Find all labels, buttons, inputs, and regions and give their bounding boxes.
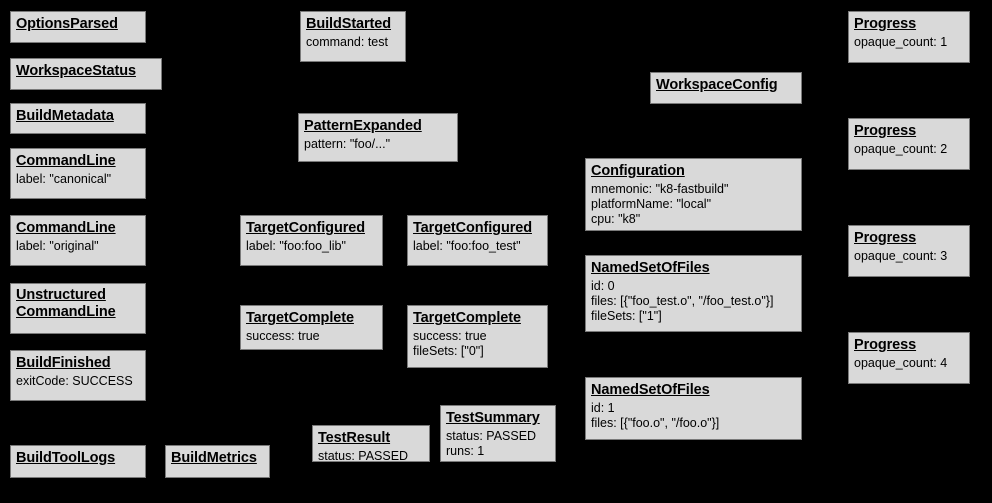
node-field: label: "original" bbox=[16, 238, 99, 253]
node-field: runs: 1 bbox=[446, 443, 485, 458]
node-field: opaque_count: 4 bbox=[854, 355, 948, 370]
node-fields: label: "original" bbox=[16, 239, 140, 254]
node-fields: opaque_count: 2 bbox=[854, 142, 964, 157]
node-field: opaque_count: 3 bbox=[854, 248, 948, 263]
node-field: files: [{"foo.o", "/foo.o"}] bbox=[591, 415, 720, 430]
node-title: BuildStarted bbox=[306, 16, 392, 32]
node-title: PatternExpanded bbox=[304, 118, 422, 134]
node-title: TargetComplete bbox=[413, 310, 521, 326]
node-title: CommandLine bbox=[16, 153, 116, 169]
node-field: mnemonic: "k8-fastbuild" bbox=[591, 181, 729, 196]
event-node[interactable]: BuildToolLogs bbox=[10, 445, 146, 478]
event-node[interactable]: BuildMetrics bbox=[165, 445, 270, 478]
node-field: fileSets: ["0"] bbox=[413, 343, 484, 358]
event-node[interactable]: TestResult status: PASSED bbox=[312, 425, 430, 464]
event-node[interactable]: CommandLine label: "canonical" bbox=[10, 148, 146, 199]
node-field: id: 1 bbox=[591, 400, 615, 415]
node-fields: mnemonic: "k8-fastbuild"platformName: "l… bbox=[591, 182, 796, 228]
node-field: status: PASSED bbox=[318, 448, 409, 463]
node-title: OptionsParsed bbox=[16, 16, 118, 32]
node-field: label: "foo:foo_test" bbox=[413, 238, 521, 253]
node-field: status: PASSED bbox=[446, 428, 537, 443]
node-field: pattern: "foo/..." bbox=[304, 136, 391, 151]
node-fields: pattern: "foo/..." bbox=[304, 137, 452, 152]
node-title: TestResult bbox=[318, 430, 391, 446]
node-fields: label: "foo:foo_test" bbox=[413, 239, 542, 254]
node-fields: opaque_count: 4 bbox=[854, 356, 964, 371]
node-field: success: true bbox=[246, 328, 320, 343]
event-node[interactable]: Progress opaque_count: 3 bbox=[848, 225, 970, 277]
node-fields: success: true bbox=[246, 329, 377, 344]
event-node[interactable]: WorkspaceStatus bbox=[10, 58, 162, 90]
event-node[interactable]: PatternExpanded pattern: "foo/..." bbox=[298, 113, 458, 162]
node-field: opaque_count: 1 bbox=[854, 34, 948, 49]
node-title: Progress bbox=[854, 230, 917, 246]
node-title: TargetConfigured bbox=[413, 220, 532, 236]
node-field: success: true bbox=[413, 328, 487, 343]
node-field: cpu: "k8" bbox=[591, 212, 641, 227]
node-title: WorkspaceStatus bbox=[16, 63, 136, 79]
node-field: platformName: "local" bbox=[591, 196, 712, 211]
event-node[interactable]: BuildStarted command: test bbox=[300, 11, 406, 62]
event-node[interactable]: Progress opaque_count: 2 bbox=[848, 118, 970, 170]
event-node[interactable]: BuildMetadata bbox=[10, 103, 146, 134]
node-fields: label: "foo:foo_lib" bbox=[246, 239, 377, 254]
node-field: opaque_count: 2 bbox=[854, 141, 948, 156]
node-title: BuildMetadata bbox=[16, 108, 114, 124]
event-node[interactable]: TargetComplete success: true bbox=[240, 305, 383, 350]
node-fields: opaque_count: 3 bbox=[854, 249, 964, 264]
node-fields: exitCode: SUCCESS bbox=[16, 374, 140, 389]
node-title: Progress bbox=[854, 123, 917, 139]
node-field: command: test bbox=[306, 34, 388, 49]
node-field: label: "foo:foo_lib" bbox=[246, 238, 346, 253]
node-title: NamedSetOfFiles bbox=[591, 382, 710, 398]
event-node[interactable]: Progress opaque_count: 4 bbox=[848, 332, 970, 384]
node-title: TargetComplete bbox=[246, 310, 354, 326]
node-fields: command: test bbox=[306, 35, 400, 50]
node-field: fileSets: ["1"] bbox=[591, 309, 662, 324]
node-field: label: "canonical" bbox=[16, 171, 112, 186]
node-title: BuildFinished bbox=[16, 355, 111, 371]
node-title: TargetConfigured bbox=[246, 220, 365, 236]
node-field: files: [{"foo_test.o", "/foo_test.o"}] bbox=[591, 293, 774, 308]
event-node[interactable]: Configuration mnemonic: "k8-fastbuild"pla… bbox=[585, 158, 802, 231]
event-node[interactable]: Unstructured CommandLine bbox=[10, 283, 146, 334]
node-title: WorkspaceConfig bbox=[656, 77, 778, 93]
node-title: BuildToolLogs bbox=[16, 450, 116, 466]
event-node[interactable]: CommandLine label: "original" bbox=[10, 215, 146, 266]
event-node[interactable]: TargetConfigured label: "foo:foo_lib" bbox=[240, 215, 383, 266]
event-node[interactable]: TargetConfigured label: "foo:foo_test" bbox=[407, 215, 548, 266]
event-node[interactable]: Progress opaque_count: 1 bbox=[848, 11, 970, 63]
node-fields: status: PASSED bbox=[318, 449, 424, 464]
node-title: TestSummary bbox=[446, 410, 540, 426]
node-title: Progress bbox=[854, 337, 917, 353]
node-title: NamedSetOfFiles bbox=[591, 260, 710, 276]
event-node[interactable]: OptionsParsed bbox=[10, 11, 146, 43]
node-title: BuildMetrics bbox=[171, 450, 257, 466]
event-node[interactable]: WorkspaceConfig bbox=[650, 72, 802, 104]
node-fields: label: "canonical" bbox=[16, 172, 140, 187]
node-field: id: 0 bbox=[591, 278, 615, 293]
node-title: Unstructured CommandLine bbox=[16, 287, 116, 320]
event-node[interactable]: BuildFinished exitCode: SUCCESS bbox=[10, 350, 146, 401]
node-fields: opaque_count: 1 bbox=[854, 35, 964, 50]
node-title: CommandLine bbox=[16, 220, 116, 236]
node-title: Progress bbox=[854, 16, 917, 32]
node-field: exitCode: SUCCESS bbox=[16, 373, 133, 388]
node-title: Configuration bbox=[591, 163, 685, 179]
